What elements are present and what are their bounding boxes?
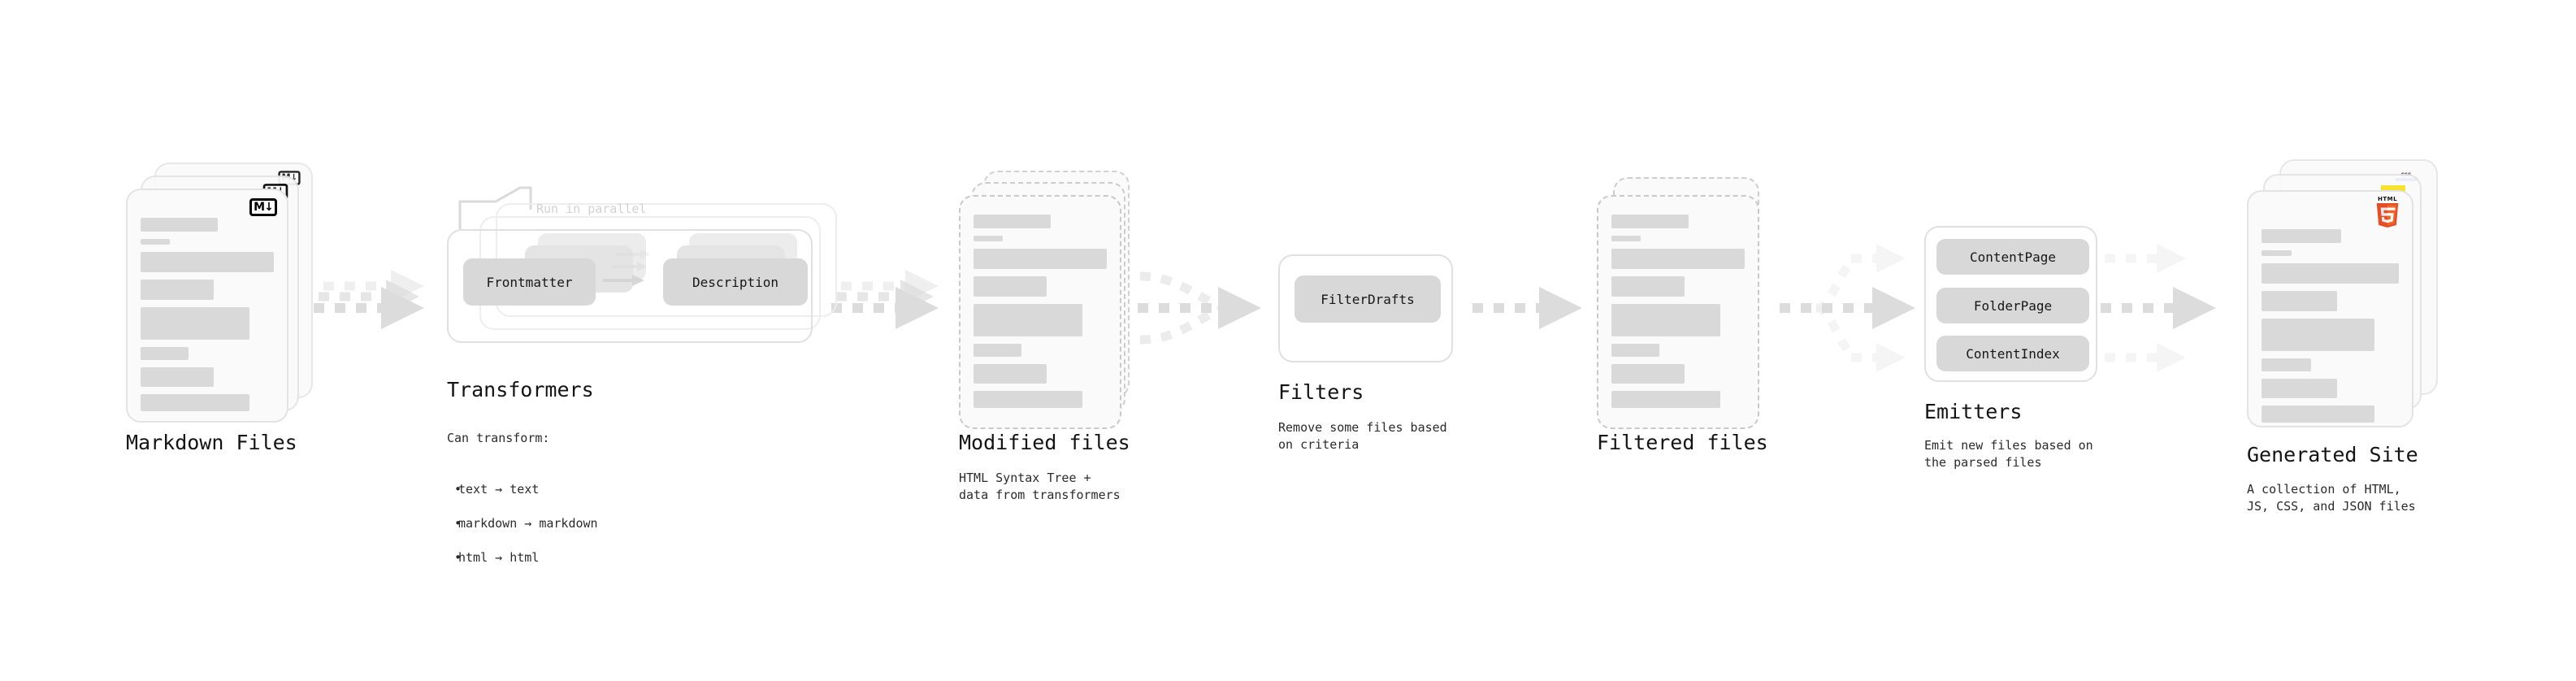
content-bar	[1611, 236, 1641, 241]
filtered-files-title: Filtered files	[1597, 431, 1768, 454]
modified-card-front	[959, 195, 1121, 429]
content-bar	[1611, 391, 1721, 408]
modified-files-subtitle: HTML Syntax Tree + data from transformer…	[959, 471, 1121, 502]
transformer-chip-description[interactable]: Description	[663, 258, 808, 306]
filters-title: Filters	[1278, 380, 1364, 404]
modified-files-title: Modified files	[959, 431, 1130, 454]
connector-markdown-to-transformers	[314, 270, 424, 329]
filter-chip-filterdrafts[interactable]: FilterDrafts	[1295, 275, 1441, 323]
content-bar	[2262, 291, 2337, 311]
emitters-subtitle: Emit new files based on the parsed files	[1924, 438, 2093, 470]
content-bar	[2262, 406, 2374, 423]
content-bar	[141, 280, 215, 300]
document-content-bars	[2262, 229, 2399, 430]
transformers-title: Transformers	[447, 378, 594, 401]
content-bar	[141, 347, 189, 360]
content-bar	[1611, 364, 1685, 384]
site-card-front: HTML	[2247, 190, 2413, 427]
content-bar	[974, 215, 1052, 228]
html5-badge-text: HTML	[2377, 196, 2398, 202]
list-item: •markdown → markdown	[447, 516, 598, 531]
generated-site-subtitle: A collection of HTML, JS, CSS, and JSON …	[2247, 482, 2416, 514]
content-bar	[141, 252, 274, 272]
content-bar	[1611, 344, 1660, 357]
transformers-subtitle: Can transform: •text → text •markdown → …	[447, 413, 598, 601]
document-content-bars	[141, 218, 274, 419]
content-bar	[974, 364, 1047, 384]
filtered-card-front	[1597, 195, 1759, 429]
transformers-subtitle-lead: Can transform:	[447, 431, 550, 445]
content-bar	[1611, 215, 1689, 228]
list-item: •html → html	[447, 550, 540, 565]
content-bar	[141, 307, 250, 340]
transformers-box-front	[447, 229, 813, 343]
content-bar	[2262, 229, 2342, 243]
markdown-files-title: Markdown Files	[126, 431, 297, 454]
document-content-bars	[974, 215, 1107, 415]
markdown-badge-icon: M↓	[249, 198, 277, 216]
generated-site-stack: CSS HTML	[2247, 159, 2442, 427]
content-bar	[974, 391, 1083, 408]
content-bar	[2262, 250, 2292, 256]
filters-subtitle: Remove some files based on criteria	[1278, 420, 1447, 452]
content-bar	[2262, 263, 2399, 284]
filters-box: FilterDrafts	[1278, 254, 1453, 362]
markdown-files-stack: M↓ M↓ M↓	[126, 163, 313, 423]
content-bar	[2262, 319, 2374, 351]
emitter-chip-folderpage[interactable]: FolderPage	[1936, 288, 2089, 323]
content-bar	[141, 367, 215, 387]
emitter-chip-contentindex[interactable]: ContentIndex	[1936, 336, 2089, 371]
emitters-box: ContentPage FolderPage ContentIndex	[1924, 226, 2097, 382]
run-in-parallel-label: Run in parallel	[536, 202, 647, 216]
connector-emitters-to-site	[2101, 244, 2216, 372]
filtered-files-stack	[1597, 177, 1784, 437]
content-bar	[974, 344, 1022, 357]
list-item: •text → text	[447, 482, 540, 497]
content-bar	[1611, 304, 1721, 336]
content-bar	[141, 218, 219, 232]
connector-modified-to-filters	[1138, 271, 1261, 345]
content-bar	[2262, 379, 2337, 398]
content-bar	[974, 236, 1004, 241]
html5-shield-icon	[2376, 203, 2399, 228]
transformers-group: Frontmatter Description	[447, 195, 853, 358]
generated-site-title: Generated Site	[2247, 443, 2418, 466]
modified-files-stack	[959, 171, 1146, 431]
emitters-title: Emitters	[1924, 400, 2023, 423]
connector-filtered-to-emitters	[1780, 244, 1915, 372]
connector-filters-to-filtered	[1472, 287, 1582, 329]
content-bar	[1611, 249, 1745, 269]
content-bar	[974, 249, 1107, 269]
content-bar	[2262, 358, 2311, 371]
content-bar	[1611, 276, 1685, 297]
html5-badge-icon: HTML	[2374, 197, 2400, 228]
transformer-chip-frontmatter[interactable]: Frontmatter	[463, 258, 596, 306]
content-bar	[141, 394, 250, 411]
content-bar	[141, 239, 171, 245]
emitter-chip-contentpage[interactable]: ContentPage	[1936, 239, 2089, 275]
content-bar	[974, 276, 1047, 297]
transformers-capability-list: •text → text •markdown → markdown •html …	[447, 464, 598, 583]
content-bar	[974, 304, 1083, 336]
markdown-card-front: M↓	[126, 189, 288, 423]
document-content-bars	[1611, 215, 1745, 415]
